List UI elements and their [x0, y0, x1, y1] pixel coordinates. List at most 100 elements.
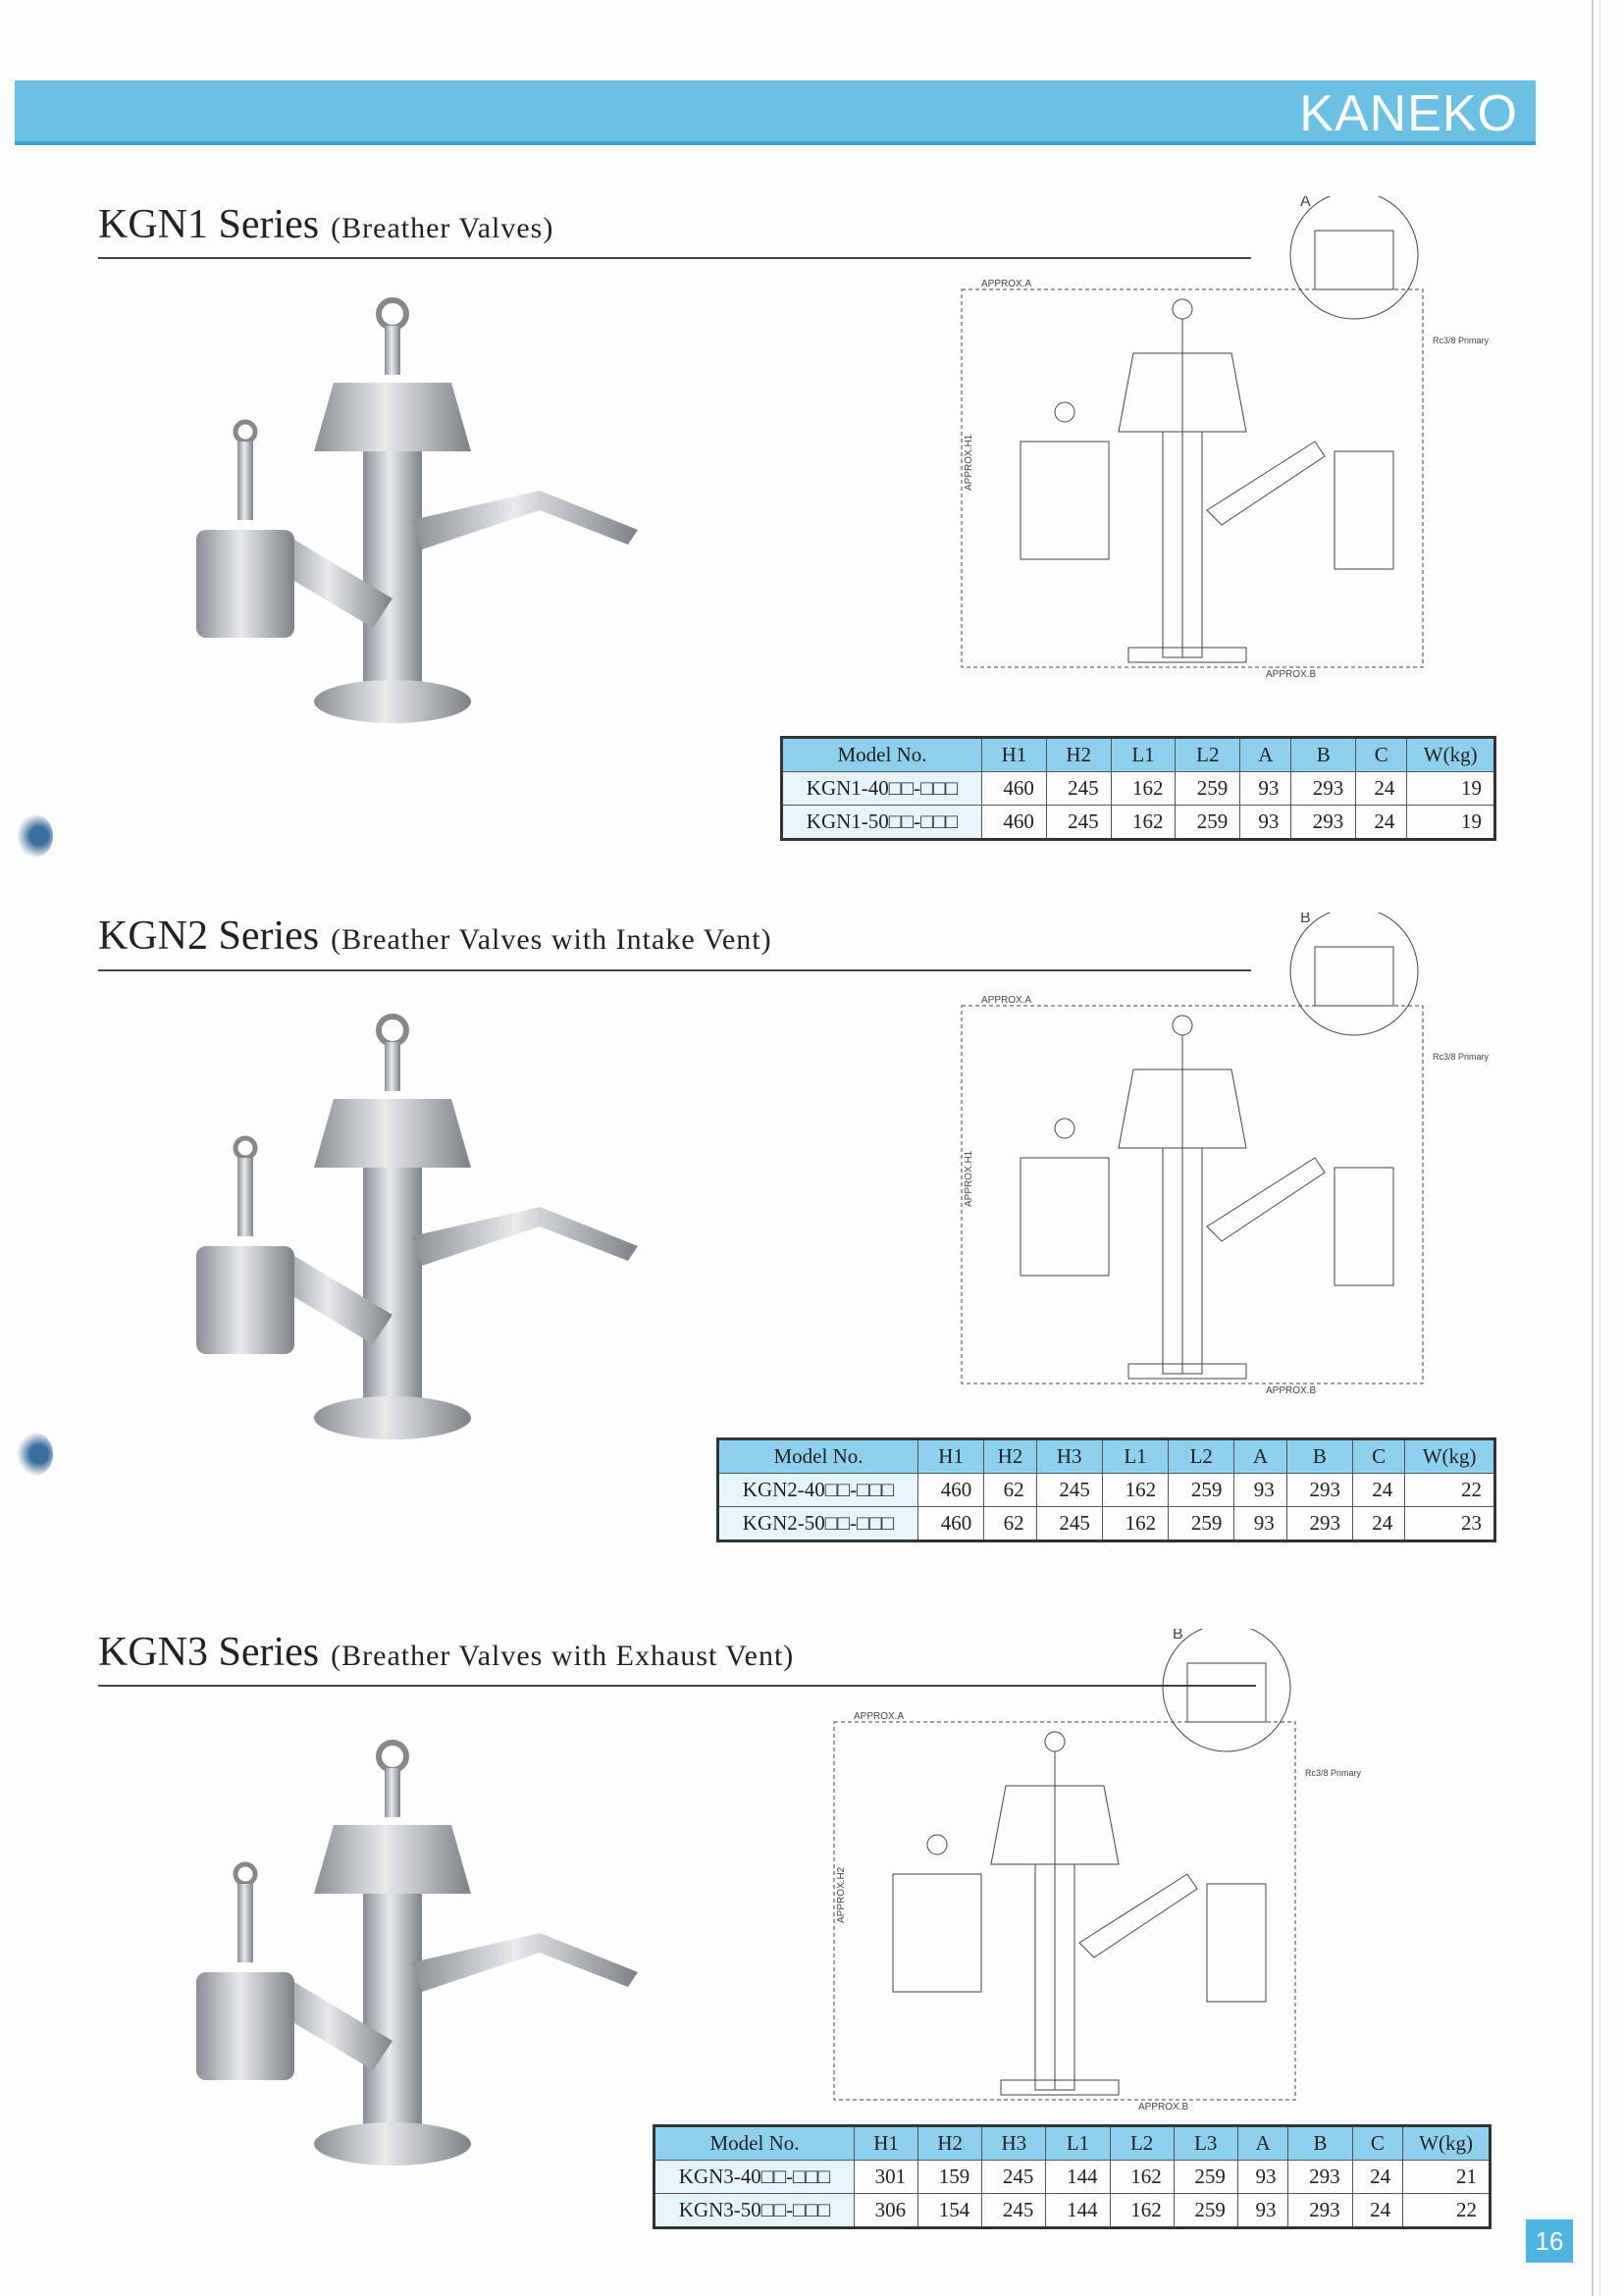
binder-hole — [18, 814, 53, 858]
table-cell: 162 — [1101, 1473, 1170, 1507]
column-header: C — [1351, 2125, 1404, 2161]
page-number: 16 — [1526, 2219, 1573, 2263]
model-number-cell: KGN1-50□□-□□□ — [781, 805, 982, 840]
table-cell: 23 — [1404, 1506, 1495, 1541]
table-cell: 24 — [1351, 1506, 1406, 1541]
table-cell: 293 — [1285, 1506, 1353, 1541]
series-subtitle: (Breather Valves with Exhaust Vent) — [331, 1640, 795, 1672]
svg-text:APPROX.B: APPROX.B — [1266, 1385, 1316, 1396]
table-cell: 24 — [1351, 2160, 1404, 2194]
valve-photo — [196, 1014, 638, 1439]
table-cell: 245 — [981, 2160, 1047, 2194]
dimension-drawing: B APPROX.A APPROX.B APPROX.H1 Rc3/8 Prim… — [961, 913, 1492, 1396]
brand-logo: KANEKO — [1299, 85, 1518, 142]
column-header: H2 — [1045, 737, 1112, 772]
table-cell: 24 — [1355, 771, 1408, 806]
column-header: L2 — [1175, 737, 1241, 772]
valve-photo — [196, 297, 638, 723]
column-header: H1 — [981, 737, 1047, 772]
table-cell: 460 — [981, 805, 1047, 840]
table-cell: 93 — [1239, 771, 1292, 806]
column-header: L2 — [1168, 1438, 1235, 1474]
model-number-cell: KGN2-50□□-□□□ — [717, 1506, 918, 1541]
column-header: A — [1239, 737, 1292, 772]
svg-text:APPROX.H1: APPROX.H1 — [964, 434, 974, 491]
series-name: KGN1 Series — [98, 202, 320, 247]
view-label: B — [1300, 913, 1311, 926]
column-header: B — [1285, 1438, 1353, 1474]
table-cell: 460 — [916, 1473, 985, 1507]
table-cell: 293 — [1287, 2193, 1353, 2228]
column-header: H3 — [1035, 1438, 1103, 1474]
svg-text:Rc3/8 Primary Pressure Piping: Rc3/8 Primary Pressure Piping Port — [1433, 336, 1492, 345]
svg-text:APPROX.B: APPROX.B — [1138, 2102, 1188, 2113]
column-header: C — [1355, 737, 1408, 772]
table-cell: 245 — [1035, 1473, 1103, 1507]
dimension-drawing: B APPROX.A APPROX.B APPROX.H2 Rc3/8 Prim… — [833, 1629, 1364, 2113]
table-cell: 162 — [1109, 2193, 1175, 2228]
table-cell: 293 — [1290, 805, 1357, 840]
table-cell: 259 — [1175, 805, 1241, 840]
divider — [98, 257, 1251, 259]
column-header: L1 — [1110, 737, 1177, 772]
column-header: A — [1236, 2125, 1289, 2161]
table-cell: 93 — [1236, 2193, 1289, 2228]
table-cell: 21 — [1402, 2160, 1491, 2194]
column-header: H2 — [917, 2125, 983, 2161]
section-title-kgn3: KGN3 Series(Breather Valves with Exhaust… — [98, 1629, 794, 1676]
table-cell: 162 — [1101, 1506, 1170, 1541]
svg-text:Rc3/8 Primary Pressure Piping: Rc3/8 Primary Pressure Piping Port — [1305, 1768, 1364, 1778]
table-cell: 19 — [1406, 805, 1495, 840]
svg-text:APPROX.A: APPROX.A — [981, 995, 1031, 1006]
column-header: L3 — [1173, 2125, 1238, 2161]
table-cell: 259 — [1175, 771, 1241, 806]
table-cell: 93 — [1233, 1473, 1287, 1507]
column-header: H1 — [916, 1438, 985, 1474]
table-cell: 460 — [981, 771, 1047, 806]
column-header: A — [1233, 1438, 1287, 1474]
table-cell: 159 — [917, 2160, 983, 2194]
column-header: L2 — [1109, 2125, 1175, 2161]
table-cell: 245 — [981, 2193, 1047, 2228]
section-title-kgn2: KGN2 Series(Breather Valves with Intake … — [98, 913, 772, 960]
table-cell: 245 — [1045, 805, 1112, 840]
svg-text:APPROX.A: APPROX.A — [854, 1711, 904, 1722]
table-cell: 93 — [1239, 805, 1292, 840]
table-cell: 162 — [1109, 2160, 1175, 2194]
divider — [98, 969, 1251, 971]
valve-photo — [196, 1740, 638, 2166]
table-cell: 144 — [1045, 2193, 1111, 2228]
table-cell: 154 — [917, 2193, 983, 2228]
column-header: L1 — [1101, 1438, 1170, 1474]
table-cell: 245 — [1035, 1506, 1103, 1541]
svg-text:APPROX.A: APPROX.A — [981, 279, 1031, 289]
svg-text:APPROX.B: APPROX.B — [1266, 669, 1316, 680]
table-cell: 293 — [1285, 1473, 1353, 1507]
table-cell: 301 — [853, 2160, 919, 2194]
divider — [98, 1685, 1256, 1687]
table-cell: 259 — [1173, 2193, 1238, 2228]
model-number-cell: KGN2-40□□-□□□ — [717, 1473, 918, 1507]
table-cell: 162 — [1110, 771, 1177, 806]
column-header: H3 — [981, 2125, 1047, 2161]
page-edge — [1599, 0, 1600, 2296]
column-header: W(kg) — [1402, 2125, 1491, 2161]
binder-hole — [18, 1433, 53, 1476]
series-subtitle: (Breather Valves with Intake Vent) — [331, 923, 772, 956]
section-title-kgn1: KGN1 Series(Breather Valves) — [98, 201, 553, 248]
table-cell: 460 — [916, 1506, 985, 1541]
svg-text:APPROX.H1: APPROX.H1 — [964, 1150, 974, 1207]
table-cell: 93 — [1236, 2160, 1289, 2194]
table-cell: 306 — [853, 2193, 919, 2228]
table-cell: 22 — [1402, 2193, 1491, 2228]
